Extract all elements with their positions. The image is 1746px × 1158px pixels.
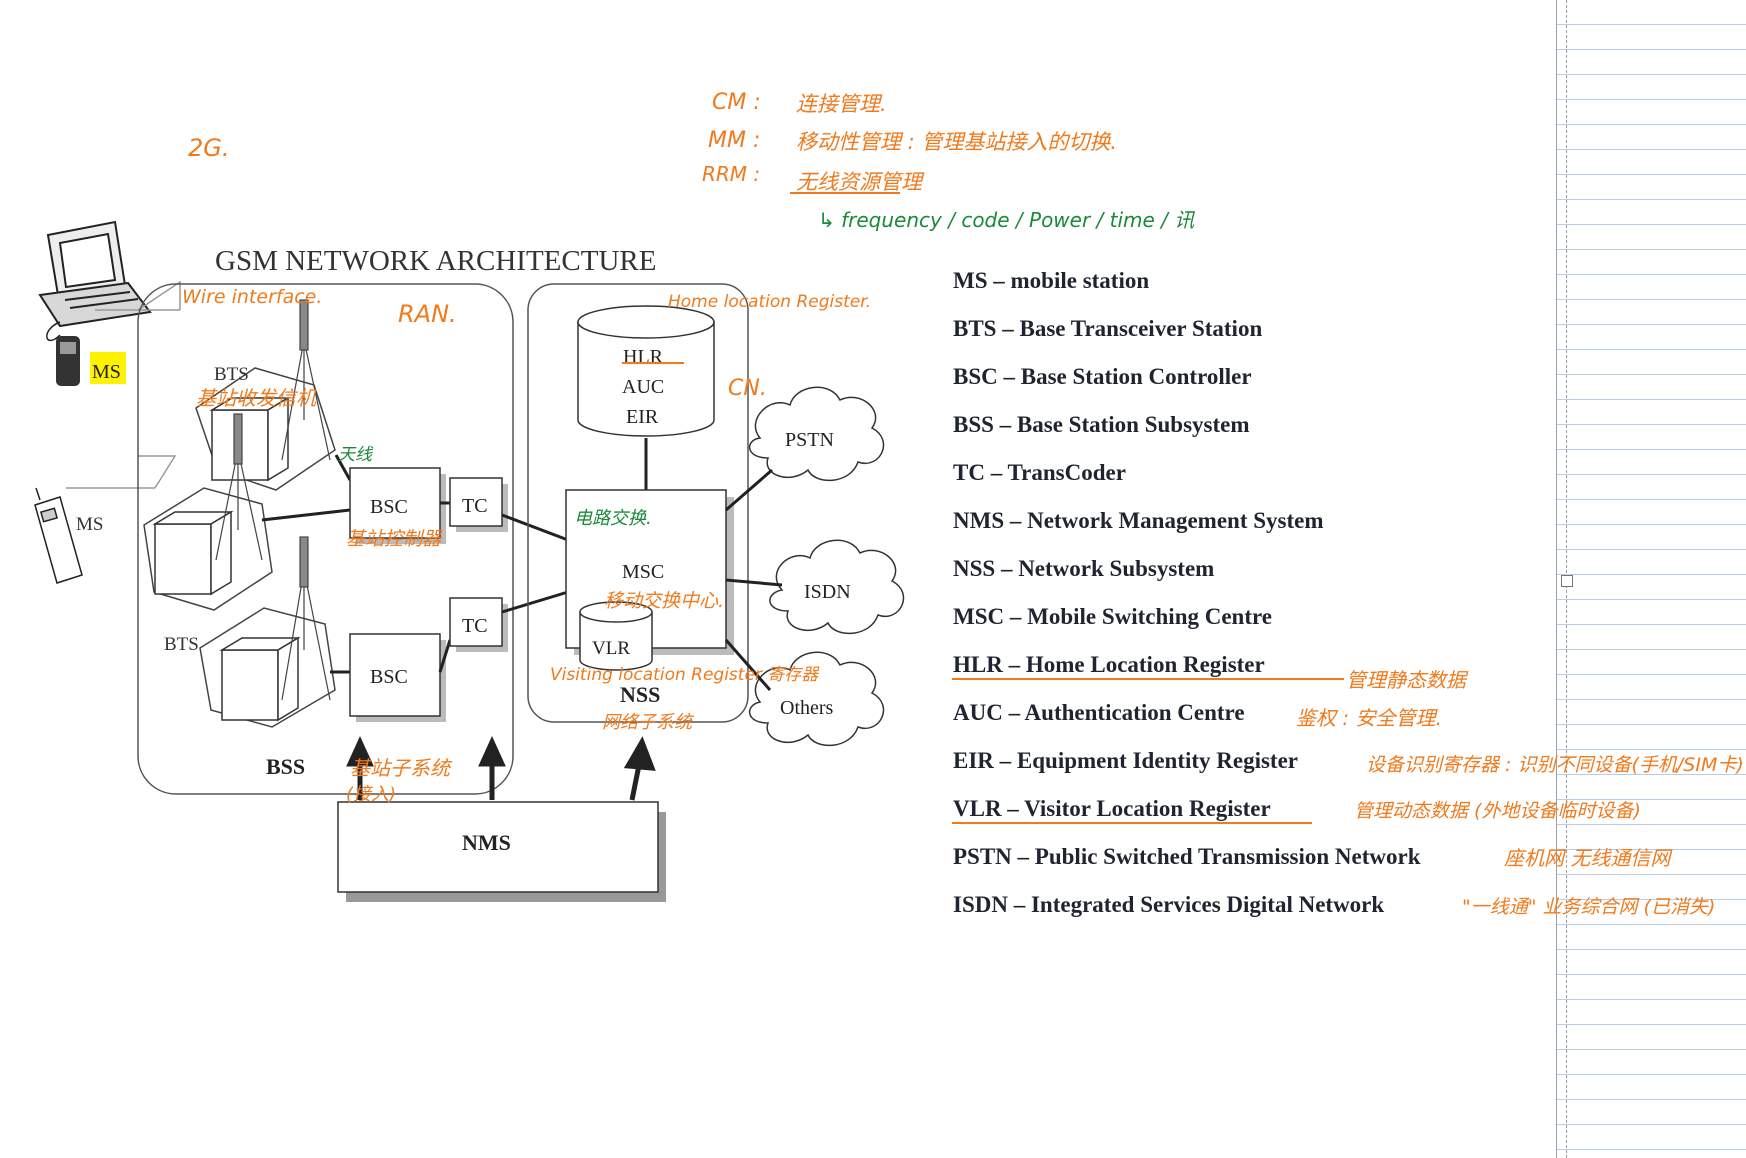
- bss-label: BSS: [266, 754, 305, 779]
- note-circuit-cn: 电路交换.: [574, 508, 652, 529]
- msc-label: MSC: [622, 561, 664, 583]
- vlr-label: VLR: [592, 638, 630, 659]
- air-link-top: [137, 280, 181, 311]
- note-bsc-cn: 基站控制器: [346, 528, 442, 550]
- diagram-title: GSM NETWORK ARCHITECTURE: [215, 245, 656, 277]
- note-ran: RAN.: [398, 300, 457, 328]
- pstn-cloud: PSTN: [749, 386, 885, 482]
- note-antenna-cn: 天线: [338, 445, 372, 465]
- isdn-label: ISDN: [804, 581, 851, 603]
- note-rrm-sub: ↳ frequency / code / Power / time / 讯: [818, 208, 1195, 232]
- others-cloud: Others: [749, 651, 885, 747]
- bss-boundary: [137, 283, 514, 795]
- note-pstn: 座机网 无线通信网: [1504, 846, 1671, 870]
- note-msc-cn: 移动交换中心.: [604, 590, 725, 612]
- bts-hex-3: [199, 607, 336, 728]
- legend-pstn: PSTN – Public Switched Transmission Netw…: [953, 844, 1421, 869]
- note-rrm-underline: [790, 192, 900, 194]
- note-bss-cn2: (接入): [346, 784, 397, 805]
- note-eir: 设备识别寄存器 : 识别不同设备(手机/SIM卡): [1366, 754, 1744, 776]
- nms-label: NMS: [462, 830, 511, 855]
- note-cm-val: 连接管理.: [796, 92, 887, 116]
- ms-highlight: [90, 352, 126, 384]
- legend-vlr-underline: [952, 822, 1312, 824]
- legend-bts: BTS – Base Transceiver Station: [953, 316, 1263, 341]
- bsc-label-bottom: BSC: [370, 666, 408, 688]
- legend-eir: EIR – Equipment Identity Register: [953, 748, 1299, 773]
- tc-bottom-node: TC: [449, 597, 508, 652]
- ms-label-bottom: MS: [76, 514, 103, 535]
- page-margin-line: [1556, 0, 1557, 1158]
- bsc-label-top: BSC: [370, 496, 408, 518]
- notebook-lined-page: [1556, 0, 1746, 1158]
- legend-hlr-underline: [952, 678, 1344, 680]
- note-wire-interface: Wire interface.: [182, 286, 323, 308]
- note-cn: CN.: [728, 376, 767, 401]
- legend-hlr: HLR – Home Location Register: [953, 652, 1265, 677]
- bts-cabinets: [152, 396, 301, 722]
- nms-arrows: [346, 735, 656, 801]
- isdn-cloud: ISDN: [769, 539, 905, 635]
- note-vlr-legend: 管理动态数据 (外地设备临时设备): [1354, 800, 1641, 822]
- bsc-tc-link-bottom: [438, 639, 452, 673]
- note-hlr: Home location Register.: [668, 292, 872, 312]
- legend-auc: AUC – Authentication Centre: [953, 700, 1245, 725]
- legend-nms: NMS – Network Management System: [953, 508, 1324, 533]
- note-cm-key: CM :: [712, 90, 761, 115]
- note-hlr-legend: 管理静态数据: [1346, 668, 1466, 692]
- note-bts-cn: 基站收发信机: [196, 386, 316, 410]
- note-nss-cn: 网络子系统: [602, 712, 692, 733]
- bts-hex-2: [143, 487, 273, 611]
- note-vlr: Visiting location Register 寄存器: [550, 665, 819, 685]
- bts-label-bottom: BTS: [164, 634, 199, 655]
- mobile-phone-icon-top: [56, 336, 80, 386]
- tc-label-bottom: TC: [462, 615, 488, 637]
- tc-msc-link-bottom: [501, 590, 569, 614]
- resize-handle[interactable]: [1561, 575, 1573, 587]
- pstn-label: PSTN: [785, 429, 834, 451]
- nms-node: NMS: [337, 801, 666, 902]
- hlr-auc-eir-database: HLR AUC EIR: [577, 305, 715, 437]
- legend-tc: TC – TransCoder: [953, 460, 1126, 485]
- bts-bsc-links: [261, 454, 352, 674]
- tc-top-node: TC: [449, 477, 508, 532]
- tc-msc-link-top: [501, 513, 569, 542]
- tc-label-top: TC: [462, 495, 488, 517]
- ms-label-top: MS: [92, 361, 121, 383]
- nss-boundary: [527, 283, 749, 723]
- legend-nss: NSS – Network Subsystem: [953, 556, 1215, 581]
- note-rrm-key: RRM :: [702, 162, 761, 186]
- nss-label: NSS: [620, 682, 660, 707]
- vlr-database: VLR: [579, 601, 653, 671]
- note-2g: 2G.: [188, 134, 230, 162]
- note-mm-val: 移动性管理 : 管理基站接入的切换.: [796, 130, 1118, 154]
- legend-msc: MSC – Mobile Switching Centre: [953, 604, 1273, 629]
- note-hlr-underline: [622, 362, 684, 364]
- auc-label: AUC: [622, 376, 664, 398]
- note-isdn: "一线通" 业务综合网 (已消失): [1462, 896, 1716, 918]
- antenna-icons: [215, 299, 331, 701]
- legend-vlr: VLR – Visitor Location Register: [953, 796, 1271, 821]
- note-auc: 鉴权 : 安全管理.: [1296, 706, 1442, 730]
- air-link-bottom: [138, 455, 177, 489]
- legend-bss: BSS – Base Station Subsystem: [953, 412, 1250, 437]
- legend-ms: MS – mobile station: [953, 268, 1150, 293]
- note-mm-key: MM :: [708, 128, 761, 153]
- laptop-icon: [38, 220, 152, 328]
- mobile-phone-icon-bottom: [34, 487, 83, 584]
- bsc-top-node: BSC: [349, 467, 446, 544]
- legend-isdn: ISDN – Integrated Services Digital Netwo…: [953, 892, 1385, 917]
- bts-label-top: BTS: [214, 364, 249, 385]
- hlr-label: HLR: [623, 346, 664, 368]
- bsc-bottom-node: BSC: [349, 633, 446, 722]
- legend-bsc: BSC – Base Station Controller: [953, 364, 1252, 389]
- others-label: Others: [780, 697, 834, 719]
- msc-external-links: [724, 468, 783, 691]
- note-bss-cn: 基站子系统: [350, 756, 450, 780]
- eir-label: EIR: [626, 406, 659, 428]
- note-rrm-val: 无线资源管理: [796, 170, 922, 194]
